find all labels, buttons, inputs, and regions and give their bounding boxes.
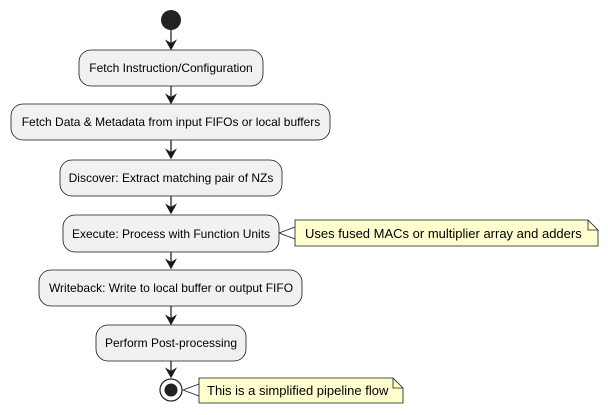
note-end: This is a simplified pipeline flow [182,377,404,404]
step-discover: Discover: Extract matching pair of NZs [59,159,283,197]
step-fetch-data-label: Fetch Data & Metadata from input FIFOs o… [22,115,321,129]
step-writeback-label: Writeback: Write to local buffer or outp… [49,281,293,295]
step-fetch-instruction-label: Fetch Instruction/Configuration [89,61,252,75]
step-postprocess: Perform Post-processing [95,324,247,362]
end-node [159,378,183,402]
step-execute: Execute: Process with Function Units [62,214,280,253]
start-node [161,10,181,30]
note-execute-text: Uses fused MACs or multiplier array and … [305,226,582,241]
step-execute-label: Execute: Process with Function Units [72,227,270,241]
note-execute: Uses fused MACs or multiplier array and … [278,219,599,247]
step-writeback: Writeback: Write to local buffer or outp… [38,269,303,307]
step-postprocess-label: Perform Post-processing [105,336,237,350]
step-discover-label: Discover: Extract matching pair of NZs [69,171,274,185]
step-fetch-data: Fetch Data & Metadata from input FIFOs o… [10,103,331,141]
note-end-text: This is a simplified pipeline flow [207,383,389,398]
step-fetch-instruction: Fetch Instruction/Configuration [78,49,264,87]
